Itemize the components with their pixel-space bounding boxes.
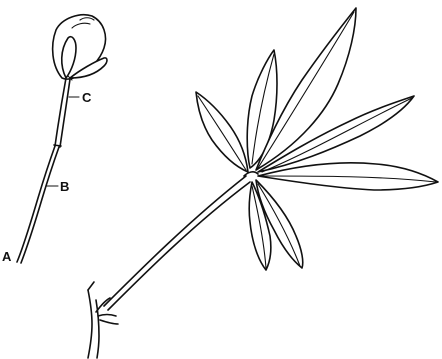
upper-stalk (55, 78, 66, 146)
main-stem (88, 290, 92, 358)
bud-specimen (17, 15, 107, 263)
compound-leaf-specimen (88, 8, 438, 358)
label-c: C (82, 90, 92, 105)
petiole (104, 176, 246, 306)
label-c-group: C (69, 90, 92, 105)
label-b-group: B (46, 179, 69, 194)
lower-stalk (17, 146, 55, 262)
label-b: B (60, 179, 69, 194)
label-a: A (2, 249, 12, 264)
label-a-group: A (2, 249, 12, 264)
